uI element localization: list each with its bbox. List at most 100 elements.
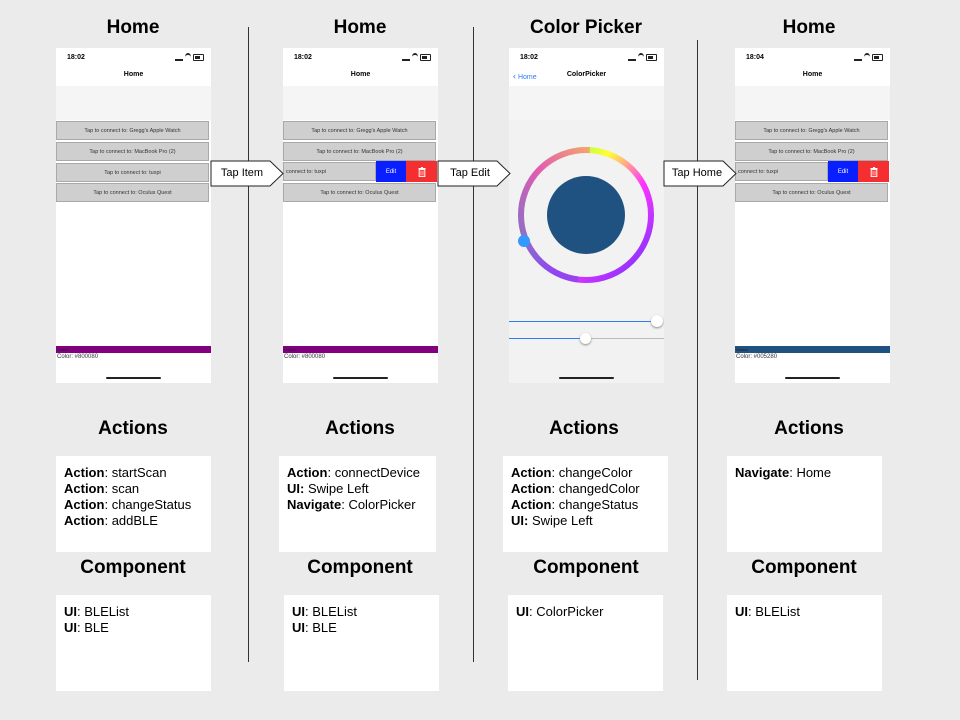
actions-title: Actions — [325, 418, 395, 439]
color-text: Color: #800080 — [284, 354, 326, 360]
ble-row-swiped[interactable]: connect to: tuxpi — [735, 162, 828, 181]
actions-box: Navigate: Home — [727, 456, 882, 552]
slider-track[interactable] — [509, 338, 586, 339]
wifi-icon — [864, 53, 870, 61]
arrow-label-tap-edit: Tap Edit — [450, 167, 490, 179]
slider-thumb[interactable] — [651, 315, 663, 327]
selected-color-swatch — [547, 176, 625, 254]
chevron-left-icon: ‹ — [513, 71, 516, 81]
phone-screen-home-1: 18:02 Home Tap to connect to: Gregg's Ap… — [56, 48, 211, 383]
status-time: 18:02 — [67, 54, 85, 61]
transition-arrow — [663, 160, 737, 187]
nav-title: Home — [350, 71, 371, 78]
component-title: Component — [533, 557, 639, 578]
edit-button[interactable]: Edit — [828, 161, 858, 182]
signal-icon — [175, 54, 183, 61]
column-divider — [473, 27, 474, 662]
phone-screen-color-picker: 18:02 ‹ Home ColorPicker — [509, 48, 664, 383]
header-band — [56, 86, 211, 120]
slider-thumb[interactable] — [580, 333, 591, 344]
home-indicator[interactable] — [785, 377, 840, 379]
component-title: Component — [80, 557, 186, 578]
battery-icon — [872, 53, 883, 61]
transition-arrow — [437, 160, 511, 187]
battery-icon — [193, 53, 204, 61]
component-title: Component — [751, 557, 857, 578]
ble-row[interactable]: Tap to connect to: Oculus Quest — [735, 183, 888, 202]
component-box: UI: BLEList UI: BLE — [56, 595, 211, 691]
component-box: UI: BLEList UI: BLE — [284, 595, 439, 691]
status-icons — [854, 53, 883, 61]
ble-row[interactable]: Tap to connect to: Gregg's Apple Watch — [56, 121, 209, 140]
trash-icon — [418, 166, 425, 177]
battery-icon — [420, 53, 431, 61]
column-divider — [248, 27, 249, 662]
ble-row[interactable]: Tap to connect to: tuxpi — [56, 163, 209, 182]
home-indicator[interactable] — [333, 377, 388, 379]
wifi-icon — [185, 53, 191, 61]
status-bar: Status: — [56, 346, 211, 353]
delete-button[interactable] — [406, 161, 437, 182]
status-icons — [175, 53, 204, 61]
back-label: Home — [517, 74, 537, 81]
slider-track[interactable] — [509, 321, 657, 322]
actions-box: Action: startScan Action: scan Action: c… — [56, 456, 211, 552]
back-button[interactable]: ‹ Home — [513, 71, 537, 81]
ble-row[interactable]: Tap to connect to: Oculus Quest — [283, 183, 436, 202]
ble-row[interactable]: Tap to connect to: Gregg's Apple Watch — [735, 121, 888, 140]
ble-row[interactable]: Tap to connect to: MacBook Pro (2) — [56, 142, 209, 161]
column-title-home-1: Home — [106, 17, 160, 38]
home-indicator[interactable] — [559, 377, 614, 379]
header-band — [735, 86, 890, 120]
status-time: 18:04 — [746, 54, 764, 61]
color-text: Color: #005280 — [736, 354, 778, 360]
edit-button[interactable]: Edit — [376, 161, 406, 182]
nav-title: Home — [123, 71, 144, 78]
actions-title: Actions — [549, 418, 619, 439]
trash-icon — [870, 166, 877, 177]
actions-title: Actions — [98, 418, 168, 439]
status-time: 18:02 — [294, 54, 312, 61]
column-divider — [697, 40, 698, 680]
status-time: 18:02 — [520, 54, 538, 61]
component-box: UI: BLEList — [727, 595, 882, 691]
home-indicator[interactable] — [106, 377, 161, 379]
delete-button[interactable] — [858, 161, 889, 182]
header-band — [283, 86, 438, 120]
wheel-handle[interactable] — [518, 235, 530, 247]
arrow-label-tap-home: Tap Home — [671, 167, 723, 179]
phone-screen-home-3: 18:04 Home Tap to connect to: Gregg's Ap… — [735, 48, 890, 383]
phone-screen-home-2: 18:02 Home Tap to connect to: Gregg's Ap… — [283, 48, 438, 383]
actions-box: Action: changeColor Action: changedColor… — [503, 456, 668, 552]
color-text: Color: #800080 — [57, 354, 99, 360]
signal-icon — [402, 54, 410, 61]
ble-row[interactable]: Tap to connect to: Oculus Quest — [56, 183, 209, 202]
battery-icon — [646, 53, 657, 61]
ble-row-swiped[interactable]: connect to: tuxpi — [283, 162, 376, 181]
transition-arrow — [210, 160, 284, 187]
status-icons — [628, 53, 657, 61]
color-wheel[interactable] — [509, 138, 664, 298]
status-icons — [402, 53, 431, 61]
actions-box: Action: connectDevice UI: Swipe Left Nav… — [279, 456, 436, 552]
nav-title: Home — [802, 71, 823, 78]
wifi-icon — [638, 53, 644, 61]
ble-row[interactable]: Tap to connect to: MacBook Pro (2) — [735, 142, 888, 161]
arrow-label-tap-item: Tap Item — [220, 167, 264, 179]
slider-track-rest — [586, 338, 664, 339]
actions-title: Actions — [774, 418, 844, 439]
status-bar: Status: — [735, 346, 890, 353]
header-band — [509, 86, 664, 120]
wifi-icon — [412, 53, 418, 61]
column-title-home-3: Home — [782, 17, 836, 38]
ble-row[interactable]: Tap to connect to: MacBook Pro (2) — [283, 142, 436, 161]
component-box: UI: ColorPicker — [508, 595, 663, 691]
ble-row[interactable]: Tap to connect to: Gregg's Apple Watch — [283, 121, 436, 140]
nav-title: ColorPicker — [566, 71, 607, 78]
column-title-color-picker: Color Picker — [530, 17, 642, 38]
column-title-home-2: Home — [333, 17, 387, 38]
signal-icon — [628, 54, 636, 61]
component-title: Component — [307, 557, 413, 578]
status-bar: Status: — [283, 346, 438, 353]
signal-icon — [854, 54, 862, 61]
